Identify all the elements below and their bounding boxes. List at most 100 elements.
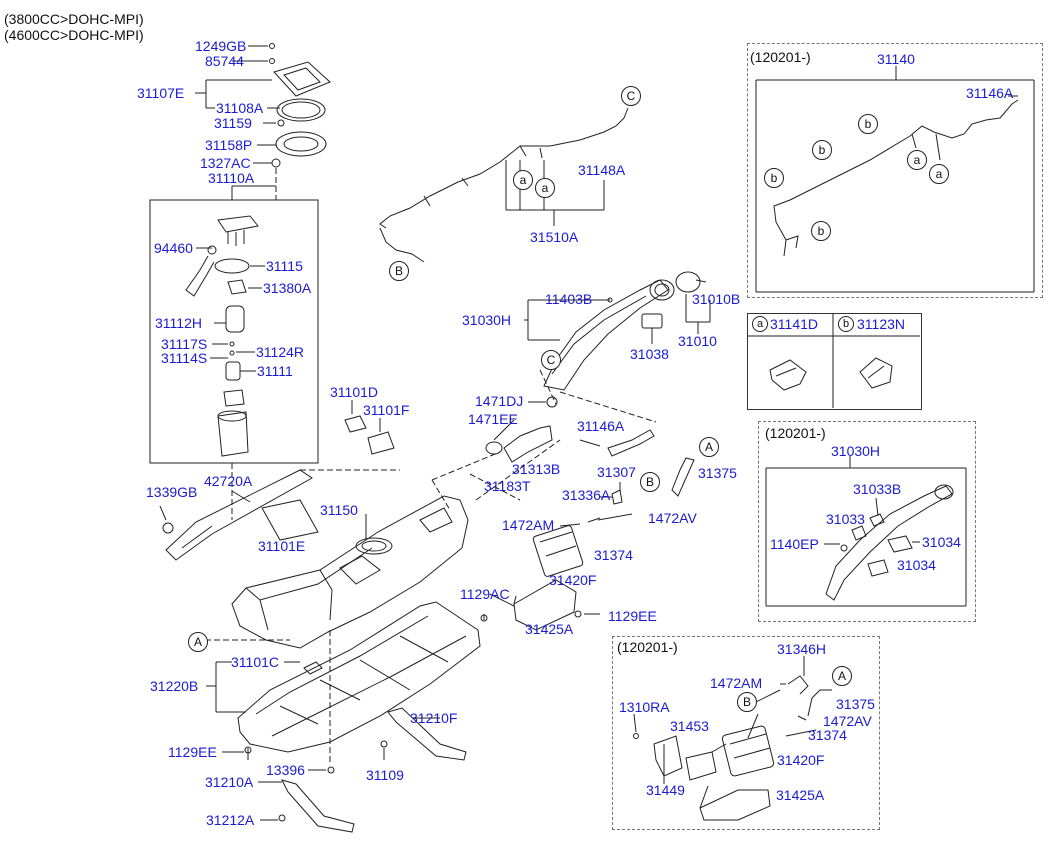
variant-caption: (120201-) bbox=[617, 639, 678, 655]
part-label[interactable]: 31420F bbox=[549, 572, 597, 588]
part-label[interactable]: 1129AC bbox=[460, 586, 510, 602]
callout-C: C bbox=[541, 350, 561, 370]
part-label[interactable]: 31101C bbox=[231, 654, 280, 670]
part-label[interactable]: 31146A bbox=[577, 418, 625, 434]
part-label[interactable]: 31117S bbox=[161, 336, 208, 352]
part-label[interactable]: 1472AM bbox=[502, 517, 555, 533]
callout-a: a bbox=[513, 170, 533, 190]
part-label[interactable]: 42720A bbox=[204, 473, 253, 489]
part-label[interactable]: 31010B bbox=[692, 291, 741, 307]
part-label[interactable]: 31034 bbox=[897, 557, 936, 573]
part-label[interactable]: 31033 bbox=[826, 511, 865, 527]
part-label[interactable]: 31101E bbox=[258, 538, 306, 554]
part-label[interactable]: 31033B bbox=[853, 481, 902, 497]
part-label[interactable]: 1472AV bbox=[823, 713, 872, 729]
variant-box-harness bbox=[747, 43, 1043, 298]
part-label[interactable]: 31110A bbox=[208, 170, 255, 186]
part-label[interactable]: 31449 bbox=[646, 782, 685, 798]
part-label[interactable]: 31307 bbox=[597, 464, 636, 480]
part-label[interactable]: 31510A bbox=[530, 229, 579, 245]
callout-a: a bbox=[907, 150, 927, 170]
variant-box-canister bbox=[612, 636, 880, 830]
callout-b-legend: b bbox=[838, 316, 854, 332]
part-label[interactable]: 31183T bbox=[484, 478, 531, 494]
part-label[interactable]: 1129EE bbox=[608, 608, 657, 624]
part-label[interactable]: 31375 bbox=[836, 696, 875, 712]
callout-b: b bbox=[811, 221, 831, 241]
part-label[interactable]: 1140EP bbox=[770, 536, 819, 552]
part-label[interactable]: 13396 bbox=[266, 762, 305, 778]
callout-a: a bbox=[535, 178, 555, 198]
part-label[interactable]: 1472AM bbox=[710, 675, 763, 691]
part-label[interactable]: 31010 bbox=[678, 333, 717, 349]
callout-A: A bbox=[188, 632, 208, 652]
part-label[interactable]: 94460 bbox=[154, 240, 193, 256]
part-label[interactable]: 31374 bbox=[808, 727, 847, 743]
part-label[interactable]: 31420F bbox=[777, 752, 825, 768]
part-label[interactable]: 31112H bbox=[155, 315, 202, 331]
legend-box bbox=[747, 313, 922, 410]
part-label[interactable]: 31108A bbox=[216, 100, 264, 116]
part-label[interactable]: 31313B bbox=[512, 461, 561, 477]
part-label[interactable]: 31107E bbox=[137, 85, 185, 101]
part-label[interactable]: 1327AC bbox=[200, 155, 251, 171]
part-label[interactable]: 31375 bbox=[698, 465, 737, 481]
legend-code-a: 31141D bbox=[770, 316, 819, 332]
callout-b: b bbox=[858, 114, 878, 134]
callout-C: C bbox=[621, 86, 641, 106]
part-label[interactable]: 31380A bbox=[263, 280, 312, 296]
part-label[interactable]: 1310RA bbox=[619, 699, 670, 715]
callout-A: A bbox=[699, 437, 719, 457]
part-label[interactable]: 31114S bbox=[161, 350, 208, 366]
part-label[interactable]: 31030H bbox=[462, 312, 512, 328]
part-label[interactable]: 1249GB bbox=[195, 38, 247, 54]
part-label[interactable]: 31159 bbox=[214, 115, 252, 131]
engine-spec-line-2: (4600CC>DOHC-MPI) bbox=[4, 27, 144, 43]
part-label[interactable]: 31346H bbox=[777, 641, 827, 657]
part-label[interactable]: 31124R bbox=[256, 344, 305, 360]
callout-b: b bbox=[764, 168, 784, 188]
callout-b: b bbox=[812, 140, 832, 160]
part-label[interactable]: 31374 bbox=[594, 547, 633, 563]
callout-a: a bbox=[929, 164, 949, 184]
part-label[interactable]: 1129EE bbox=[168, 744, 217, 760]
part-label[interactable]: 31425A bbox=[776, 787, 825, 803]
part-label[interactable]: 31140 bbox=[877, 51, 915, 67]
part-label[interactable]: 31210A bbox=[205, 774, 254, 790]
part-label[interactable]: 31109 bbox=[366, 767, 404, 783]
part-label[interactable]: 31101D bbox=[330, 384, 379, 400]
engine-spec-line-1: (3800CC>DOHC-MPI) bbox=[4, 11, 144, 27]
callout-B: B bbox=[737, 692, 757, 712]
part-label[interactable]: 1472AV bbox=[648, 510, 697, 526]
part-label[interactable]: 31034 bbox=[922, 534, 961, 550]
variant-caption: (120201-) bbox=[765, 425, 826, 441]
part-label[interactable]: 11403B bbox=[545, 291, 593, 307]
part-label[interactable]: 31111 bbox=[257, 363, 293, 379]
part-label[interactable]: 31453 bbox=[670, 718, 709, 734]
part-label[interactable]: 85744 bbox=[205, 53, 244, 69]
variant-box-filler-neck bbox=[758, 421, 976, 622]
part-label[interactable]: 31101F bbox=[363, 402, 410, 418]
callout-a-legend: a bbox=[752, 316, 768, 332]
part-label[interactable]: 1471EE bbox=[468, 411, 518, 427]
part-label[interactable]: 31212A bbox=[206, 812, 255, 828]
part-label[interactable]: 31115 bbox=[266, 258, 303, 274]
part-label[interactable]: 31146A bbox=[966, 85, 1014, 101]
part-label[interactable]: 31150 bbox=[320, 502, 358, 518]
legend-code-b: 31123N bbox=[857, 316, 906, 332]
callout-A: A bbox=[832, 666, 852, 686]
part-label[interactable]: 31336A bbox=[562, 487, 611, 503]
part-label[interactable]: 31210F bbox=[410, 710, 458, 726]
variant-caption: (120201-) bbox=[750, 49, 811, 65]
part-label[interactable]: 31030H bbox=[831, 443, 881, 459]
part-label[interactable]: 31148A bbox=[578, 162, 626, 178]
callout-B: B bbox=[389, 261, 409, 281]
part-label[interactable]: 1339GB bbox=[146, 484, 198, 500]
part-label[interactable]: 31038 bbox=[630, 346, 669, 362]
callout-B: B bbox=[640, 472, 660, 492]
part-label[interactable]: 1471DJ bbox=[475, 393, 524, 409]
part-label[interactable]: 31425A bbox=[525, 621, 574, 637]
part-label[interactable]: 31158P bbox=[205, 137, 253, 153]
part-label[interactable]: 31220B bbox=[150, 678, 199, 694]
